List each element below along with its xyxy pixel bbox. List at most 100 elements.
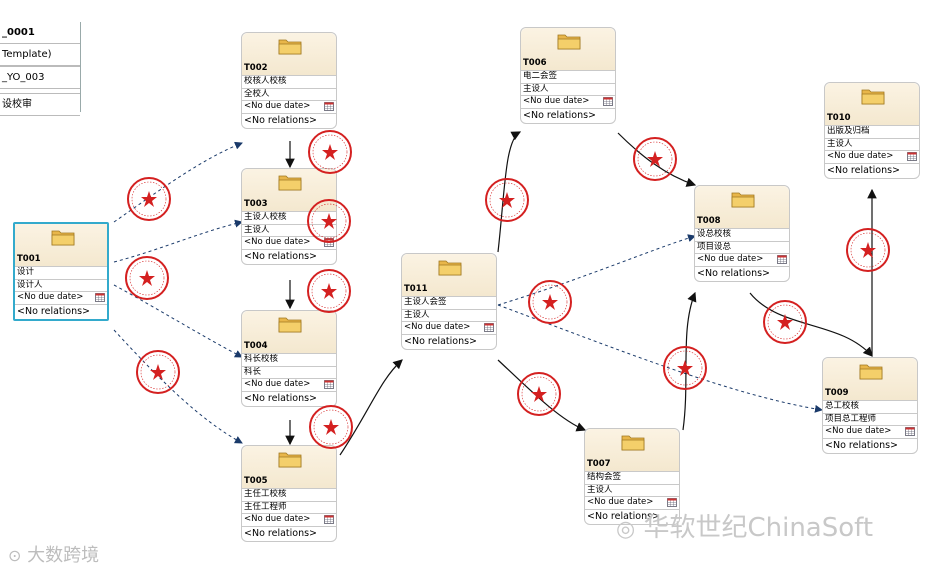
- relations-field: <No relations>: [695, 265, 789, 281]
- folder-icon: [278, 173, 302, 191]
- task-assignee: 主设人: [402, 308, 496, 322]
- task-name: 主设人校核: [242, 211, 336, 224]
- due-date-field[interactable]: <No due date>: [695, 253, 789, 266]
- partial-task-table: _0001 Template) _YO_003 设校审: [0, 22, 81, 116]
- due-date-label: <No due date>: [825, 426, 892, 436]
- task-name: 结构会签: [585, 471, 679, 484]
- due-date-label: <No due date>: [697, 254, 764, 264]
- task-id: T002: [244, 63, 268, 73]
- task-id: T004: [244, 341, 268, 351]
- task-node-t004[interactable]: T004 科长校核 科长 <No due date> <No relations…: [241, 310, 337, 407]
- task-name: 科长校核: [242, 353, 336, 366]
- task-node-t008[interactable]: T008 设总校核 项目设总 <No due date> <No relatio…: [694, 185, 790, 282]
- approval-seal-icon: [136, 350, 180, 394]
- due-date-field[interactable]: <No due date>: [402, 321, 496, 334]
- calendar-icon[interactable]: [95, 293, 105, 302]
- approval-seal-icon: [633, 137, 677, 181]
- approval-seal-icon: [763, 300, 807, 344]
- task-id: T010: [827, 113, 851, 123]
- connector-t001-t002: [113, 141, 243, 223]
- task-node-t007[interactable]: T007 结构会签 主设人 <No due date> <No relation…: [584, 428, 680, 525]
- due-date-field[interactable]: <No due date>: [521, 95, 615, 108]
- table-row: _YO_003: [0, 67, 80, 89]
- connector-t011-t008: [497, 234, 696, 306]
- approval-seal-icon: [307, 269, 351, 313]
- calendar-icon[interactable]: [324, 515, 334, 524]
- task-id: T001: [17, 254, 41, 264]
- connector-t007-t008: [682, 291, 697, 431]
- relations-field: <No relations>: [585, 508, 679, 524]
- connector-t008-t009: [749, 292, 873, 357]
- approval-seal-icon: [485, 178, 529, 222]
- calendar-icon[interactable]: [777, 255, 787, 264]
- relations-field: <No relations>: [402, 333, 496, 349]
- folder-icon: [859, 362, 883, 380]
- relations-field: <No relations>: [242, 390, 336, 406]
- task-node-t011[interactable]: T011 主设人会签 主设人 <No due date> <No relatio…: [401, 253, 497, 350]
- task-node-t005[interactable]: T005 主任工校核 主任工程师 <No due date> <No relat…: [241, 445, 337, 542]
- approval-seal-icon: [125, 256, 169, 300]
- due-date-label: <No due date>: [244, 514, 311, 524]
- task-name: 总工校核: [823, 400, 917, 413]
- task-id: T008: [697, 216, 721, 226]
- calendar-icon[interactable]: [907, 152, 917, 161]
- wechat-icon: ◎: [616, 517, 636, 542]
- connector-t011-t007: [497, 359, 587, 432]
- approval-seal-icon: [528, 280, 572, 324]
- task-node-t006[interactable]: T006 电二会签 主设人 <No due date> <No relation…: [520, 27, 616, 124]
- due-date-label: <No due date>: [523, 96, 590, 106]
- due-date-field[interactable]: <No due date>: [585, 496, 679, 509]
- due-date-field[interactable]: <No due date>: [242, 100, 336, 113]
- folder-icon: [621, 433, 645, 451]
- approval-seal-icon: [307, 199, 351, 243]
- weibo-icon: ⊙: [8, 546, 22, 565]
- due-date-field[interactable]: <No due date>: [825, 150, 919, 163]
- task-node-t009[interactable]: T009 总工校核 项目总工程师 <No due date> <No relat…: [822, 357, 918, 454]
- task-node-t002[interactable]: T002 校核人校核 全校人 <No due date> <No relatio…: [241, 32, 337, 129]
- due-date-label: <No due date>: [404, 322, 471, 332]
- task-node-t010[interactable]: T010 出版及归档 主设人 <No due date> <No relatio…: [824, 82, 920, 179]
- due-date-field[interactable]: <No due date>: [242, 378, 336, 391]
- due-date-field[interactable]: <No due date>: [15, 291, 107, 304]
- task-node-t003[interactable]: T003 主设人校核 主设人 <No due date> <No relatio…: [241, 168, 337, 265]
- connector-t005-t011: [339, 359, 403, 456]
- watermark-bottom-right: ◎ 华软世纪ChinaSoft: [616, 507, 873, 544]
- due-date-label: <No due date>: [244, 379, 311, 389]
- calendar-icon[interactable]: [667, 498, 677, 507]
- calendar-icon[interactable]: [484, 323, 494, 332]
- relations-field: <No relations>: [242, 248, 336, 264]
- watermark-bottom-left: ⊙ 大数跨境: [8, 541, 99, 567]
- table-row: _0001: [0, 22, 80, 44]
- task-assignee: 项目总工程师: [823, 412, 917, 426]
- due-date-field[interactable]: <No due date>: [823, 425, 917, 438]
- task-id: T009: [825, 388, 849, 398]
- task-node-t001[interactable]: T001 设计 设计人 <No due date> <No relations>: [13, 222, 109, 321]
- calendar-icon[interactable]: [324, 380, 334, 389]
- due-date-field[interactable]: <No due date>: [242, 513, 336, 526]
- task-assignee: 主设人: [521, 82, 615, 96]
- table-row: 设校审: [0, 94, 80, 116]
- calendar-icon[interactable]: [324, 102, 334, 111]
- task-name: 设总校核: [695, 228, 789, 241]
- task-id: T005: [244, 476, 268, 486]
- folder-icon: [557, 32, 581, 50]
- calendar-icon[interactable]: [603, 97, 613, 106]
- task-assignee: 全校人: [242, 87, 336, 101]
- relations-field: <No relations>: [825, 162, 919, 178]
- connector-t001-t003: [113, 219, 243, 263]
- calendar-icon[interactable]: [905, 427, 915, 436]
- task-assignee: 主任工程师: [242, 500, 336, 514]
- task-id: T006: [523, 58, 547, 68]
- due-date-label: <No due date>: [244, 101, 311, 111]
- folder-icon: [438, 258, 462, 276]
- relations-field: <No relations>: [15, 303, 107, 319]
- folder-icon: [861, 87, 885, 105]
- due-date-label: <No due date>: [17, 292, 84, 302]
- due-date-label: <No due date>: [587, 497, 654, 507]
- task-name: 主任工校核: [242, 488, 336, 501]
- table-row: [0, 89, 80, 94]
- due-date-label: <No due date>: [244, 237, 311, 247]
- task-assignee: 科长: [242, 365, 336, 379]
- table-row: Template): [0, 44, 80, 66]
- approval-seal-icon: [846, 228, 890, 272]
